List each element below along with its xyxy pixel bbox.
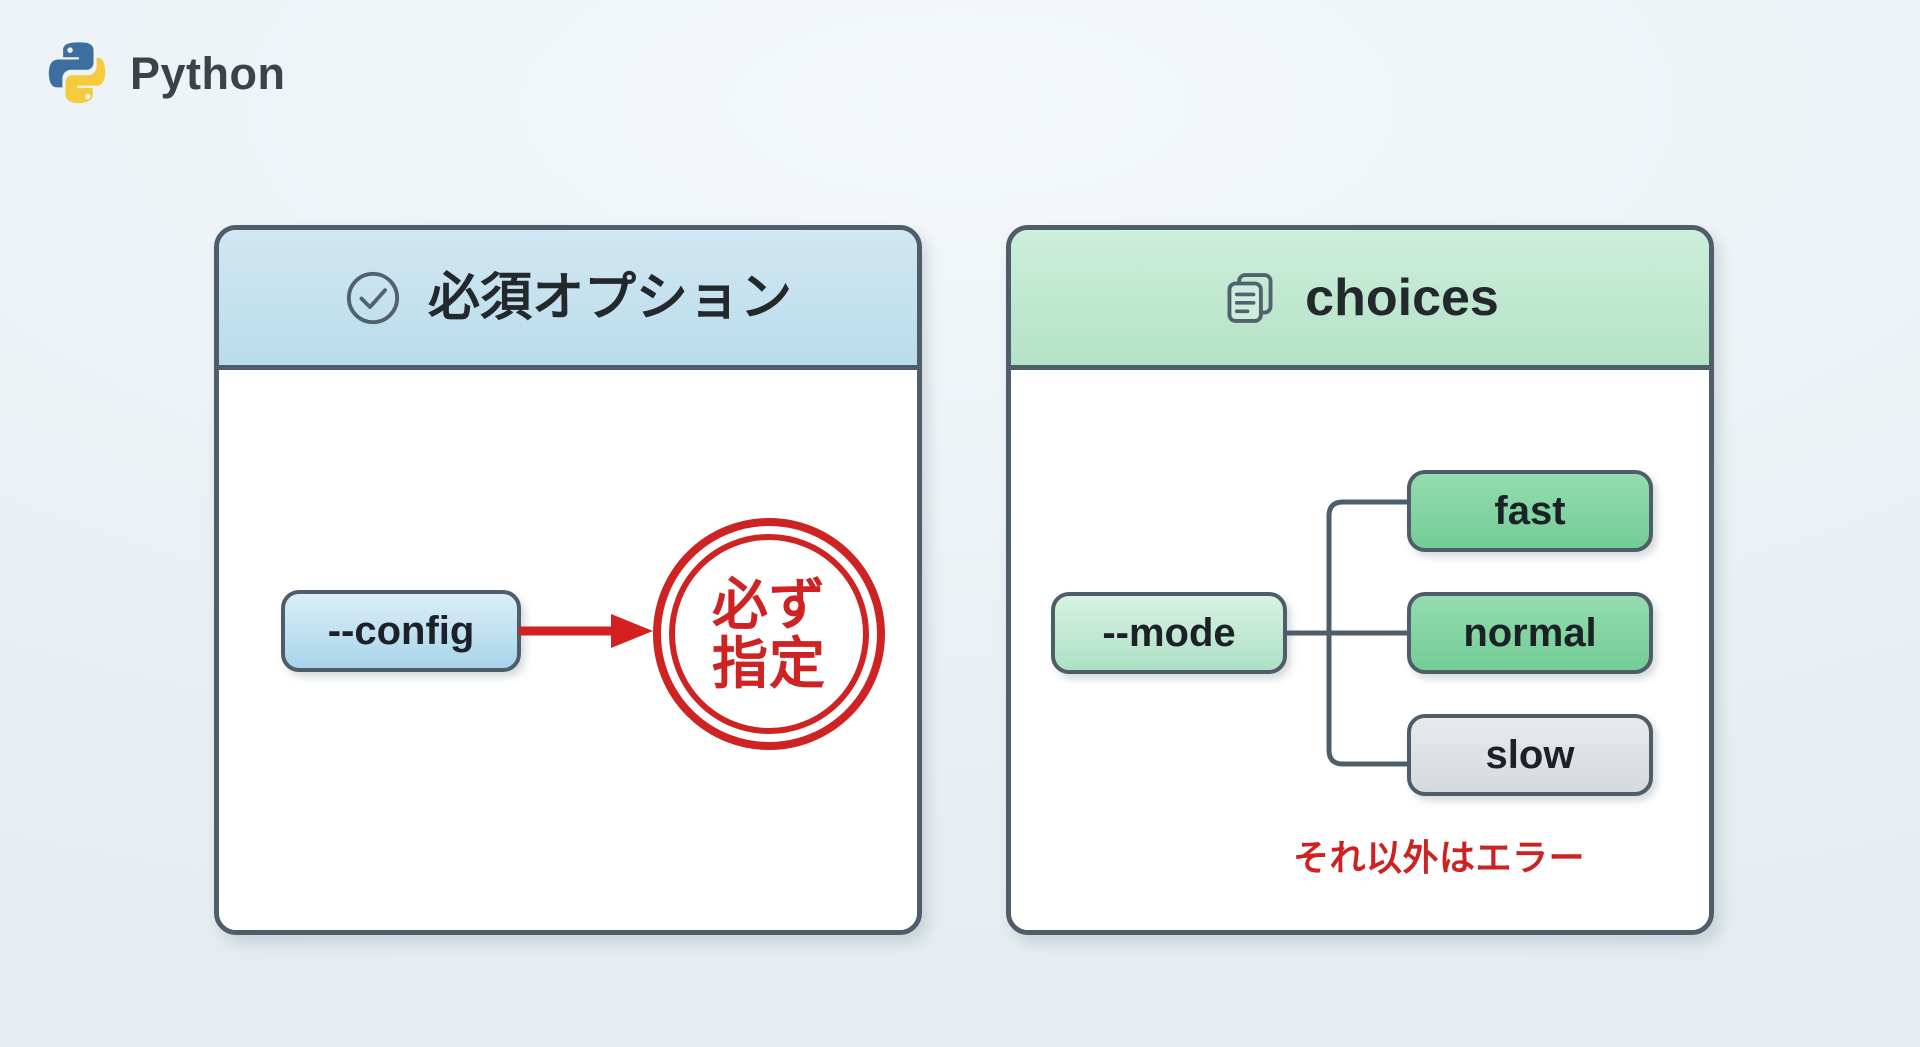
chip-mode-label: --mode bbox=[1102, 611, 1236, 655]
stamp-line-2: 指定 bbox=[712, 632, 826, 695]
chip-choice-fast-label: fast bbox=[1494, 489, 1566, 533]
brand-lockup: Python bbox=[46, 40, 286, 106]
stamp-outer-ring bbox=[653, 518, 885, 750]
chip-choice-normal-label: normal bbox=[1463, 611, 1597, 655]
card-choices-title: choices bbox=[1305, 268, 1499, 327]
arrow-right-icon bbox=[519, 608, 659, 654]
chip-mode-option[interactable]: --mode bbox=[1051, 592, 1287, 674]
stamp-inner-ring bbox=[669, 534, 869, 734]
card-required-option: 必須オプション --config 必ず 指定 bbox=[214, 225, 922, 935]
card-choices: choices --mode bbox=[1006, 225, 1714, 935]
stamp-line-1: 必ず bbox=[712, 572, 826, 636]
card-choices-header: choices bbox=[1011, 230, 1709, 370]
documents-copy-icon bbox=[1221, 269, 1279, 327]
chip-choice-fast[interactable]: fast bbox=[1407, 470, 1653, 552]
tree-connector-lines bbox=[1280, 450, 1413, 830]
card-choices-body: --mode bbox=[1011, 370, 1709, 930]
stamp-must-specify: 必ず 指定 bbox=[653, 518, 885, 750]
chip-config-label: --config bbox=[327, 609, 475, 653]
card-required-header: 必須オプション bbox=[219, 230, 917, 370]
chip-choice-slow[interactable]: slow bbox=[1407, 714, 1653, 796]
card-required-title: 必須オプション bbox=[427, 268, 792, 327]
check-circle-icon bbox=[344, 269, 402, 327]
python-logo-icon bbox=[46, 40, 112, 106]
stamp-text-group: 必ず 指定 bbox=[653, 518, 885, 750]
choices-error-note: それ以外はエラー bbox=[1293, 837, 1586, 878]
chip-choice-slow-label: slow bbox=[1485, 733, 1575, 777]
chip-config-option[interactable]: --config bbox=[281, 590, 521, 672]
chip-choice-normal[interactable]: normal bbox=[1407, 592, 1653, 674]
card-required-body: --config 必ず 指定 bbox=[219, 370, 917, 930]
brand-name: Python bbox=[130, 47, 286, 99]
